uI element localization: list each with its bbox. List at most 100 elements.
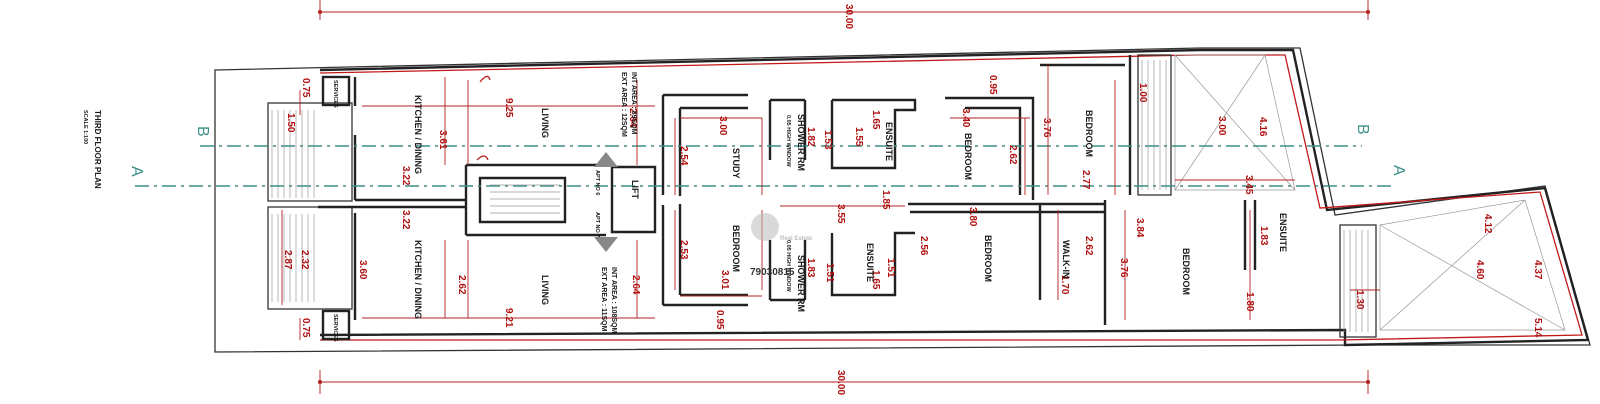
red-accent-mark-top (479, 75, 491, 83)
dim-376-bottom: 3.76 (1118, 258, 1129, 278)
room-study: STUDY (731, 148, 741, 179)
services-box-bottom (321, 309, 351, 341)
services-label-bottom: SERVICES (332, 314, 338, 342)
room-shower-bottom: SHOWER RM (796, 255, 806, 312)
room-lift: LIFT (630, 180, 640, 199)
room-kitchen-bottom: KITCHEN / DINING (413, 240, 423, 319)
dim-075-bottom: 0.75 (300, 318, 311, 338)
dim-287: 2.87 (282, 250, 293, 270)
dim-416: 4.16 (1257, 117, 1268, 137)
lift-down-arrow-icon (594, 237, 618, 252)
section-b-right: B (1354, 124, 1371, 135)
dim-376-top: 3.76 (1041, 118, 1052, 138)
room-bedroom-bottom-mid: BEDROOM (983, 235, 993, 282)
top-overall-dimension: 30.00 (318, 0, 1370, 29)
dim-301: 3.01 (719, 270, 730, 290)
apt-6-label: APT NO 6 (594, 170, 600, 195)
room-labels: KITCHEN / DINING KITCHEN / DINING LIVING… (413, 95, 1288, 319)
dim-514: 5.14 (1532, 318, 1543, 338)
apt-6-int-area: INT AREA : 89SQM (630, 72, 637, 135)
dim-130: 1.30 (1354, 290, 1365, 310)
dim-153: 1.53 (822, 130, 833, 150)
services-label-top: SERVICES (332, 80, 338, 108)
dim-151-left: 1.51 (824, 263, 835, 283)
dim-253: 2.53 (678, 240, 689, 260)
dim-095-bottom: 0.95 (714, 310, 725, 330)
room-bedroom-top-mid: BEDROOM (963, 133, 973, 180)
room-ensuite-right: ENSUITE (1278, 213, 1288, 252)
dim-340: 3.40 (960, 108, 971, 128)
dim-180: 1.80 (1244, 292, 1255, 312)
services-box-top (321, 75, 351, 107)
apartment-labels: APT NO 6 APT NO 7 INT AREA : 89SQM EXT A… (594, 72, 637, 334)
dim-360: 3.60 (357, 260, 368, 280)
dim-overall-bottom: 30.00 (835, 370, 846, 395)
room-bedroom-bottom-right: BEDROOM (1181, 248, 1191, 295)
dim-170: 1.70 (1059, 275, 1070, 295)
dim-300: 3.00 (717, 116, 728, 136)
apt-7-int-area: INT AREA : 108SQM (610, 267, 617, 334)
dim-437: 4.37 (1532, 260, 1543, 280)
dim-380: 3.80 (967, 207, 978, 227)
dimension-labels: 0.75 0.75 1.50 2.87 2.32 9.25 9.21 3.61 … (282, 75, 1543, 338)
section-b-left: B (194, 126, 211, 137)
dim-165-top: 1.65 (870, 110, 881, 130)
apt-6-ext-area: EXT AREA : 12SQM (620, 72, 627, 137)
apt-7-label: APT NO 7 (594, 212, 600, 237)
dim-183-ensuite: 1.83 (1258, 226, 1269, 246)
right-balconies (1137, 54, 1566, 338)
room-walkin: WALK-IN (1061, 240, 1071, 279)
left-balconies (267, 102, 353, 310)
dim-300-terrace: 3.00 (1216, 116, 1227, 136)
dim-345: 3.45 (1243, 175, 1254, 195)
dim-322-top: 3.22 (400, 166, 411, 186)
dim-095-top: 0.95 (987, 75, 998, 95)
apt-7-ext-area: EXT AREA : 11SQM (600, 267, 607, 332)
dim-264-top: 2.64 (627, 108, 638, 128)
room-bedroom-left: BEDROOM (731, 225, 741, 272)
room-ensuite-bottom: ENSUITE (865, 243, 875, 282)
dim-151-right: 1.51 (885, 258, 896, 278)
room-shower-top: SHOWER RM (796, 114, 806, 171)
dim-254: 2.54 (678, 146, 689, 166)
dim-overall-top: 30.00 (843, 4, 854, 29)
dim-925: 9.25 (503, 98, 514, 118)
window-note-top: 0.05 HIGH WINDOW (785, 115, 791, 167)
dim-277: 2.77 (1080, 170, 1091, 190)
dim-100: 1.00 (1137, 83, 1148, 103)
plan-title: THIRD FLOOR PLAN (93, 110, 102, 189)
dim-182: 1.82 (805, 127, 816, 147)
dim-412: 4.12 (1482, 214, 1493, 234)
dim-355: 3.55 (835, 204, 846, 224)
dim-921: 9.21 (503, 308, 514, 328)
dim-264-bottom: 2.64 (630, 275, 641, 295)
dim-460: 4.60 (1474, 260, 1485, 280)
section-lines: B A B A (128, 124, 1407, 187)
dim-150: 1.50 (285, 113, 296, 133)
lift-up-arrow-icon (594, 152, 618, 167)
watermark: Real Estate (751, 213, 813, 242)
plan-scale: SCALE 1:100 (82, 110, 88, 144)
dim-262-living: 2.62 (456, 275, 467, 295)
dim-185: 1.85 (880, 190, 891, 210)
dim-165-bottom: 1.65 (870, 270, 881, 290)
building-outer-wall (319, 48, 1590, 347)
section-a-left: A (128, 166, 145, 177)
dim-256: 2.56 (918, 236, 929, 256)
red-accent-mark-mid (476, 155, 489, 161)
dim-384: 3.84 (1134, 218, 1145, 238)
dim-262-bedroom: 2.62 (1007, 145, 1018, 165)
interior-dimension-lines (281, 65, 1380, 340)
dim-361: 3.61 (437, 130, 448, 150)
dim-183: 1.83 (805, 258, 816, 278)
staircase (490, 184, 560, 214)
dim-155: 1.55 (853, 127, 864, 147)
dim-075-top: 0.75 (300, 78, 311, 98)
section-a-right: A (1390, 165, 1407, 176)
watermark-phone: 79030815 (750, 267, 795, 278)
watermark-brand: Real Estate (780, 236, 813, 242)
dim-232: 2.32 (299, 250, 310, 270)
room-living-top: LIVING (540, 108, 550, 138)
room-bedroom-top-right: BEDROOM (1084, 110, 1094, 157)
